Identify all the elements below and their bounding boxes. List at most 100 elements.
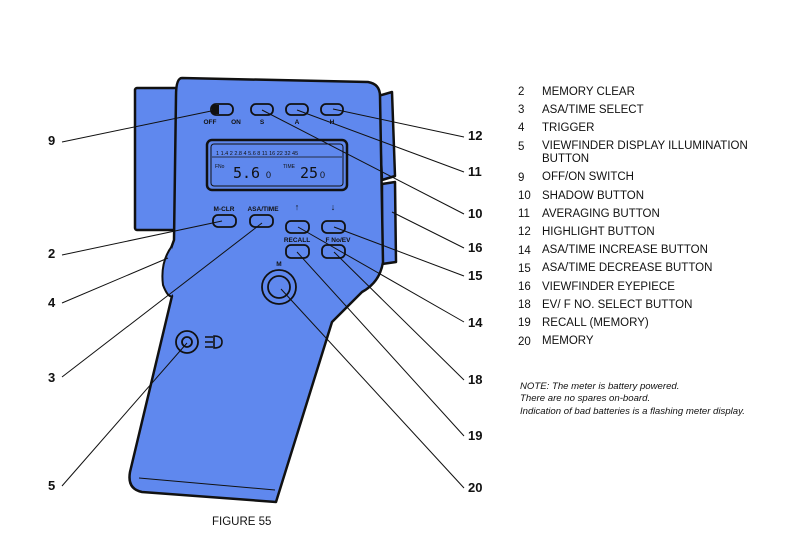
fno-sub: 0 <box>266 170 271 180</box>
up-arrow-label: ↑ <box>295 202 300 212</box>
m-label: M <box>276 261 281 268</box>
f-no-ev-label: F No/EV <box>326 237 352 244</box>
legend-number: 15 <box>518 262 531 275</box>
legend-item: 9 OFF/ON SWITCH <box>518 169 772 187</box>
legend-number: 20 <box>518 335 531 348</box>
callout-18: 18 <box>468 372 483 387</box>
legend-number: 14 <box>518 244 531 257</box>
recall-label: RECALL <box>284 237 310 244</box>
time-label: TIME <box>283 164 296 170</box>
legend-item: 11 AVERAGING BUTTON <box>518 205 772 223</box>
legend-number: 9 <box>518 171 525 184</box>
callout-9: 9 <box>48 133 56 148</box>
shadow-button[interactable] <box>250 103 274 116</box>
legend-text: VIEWFINDER DISPLAY ILLUMINATION BUTTON <box>542 140 748 166</box>
figure-caption: FIGURE 55 <box>212 516 272 528</box>
callout-12: 12 <box>468 128 483 143</box>
legend-number: 11 <box>518 208 530 221</box>
callout-19: 19 <box>468 428 483 443</box>
legend-text: TRIGGER <box>542 122 595 134</box>
m-clr-label: M-CLR <box>214 206 235 213</box>
legend-text: ASA/TIME SELECT <box>542 103 644 116</box>
off-label: OFF <box>204 119 217 126</box>
legend-text: HIGHLIGHT BUTTON <box>542 226 655 238</box>
legend-number: 4 <box>518 122 525 135</box>
leader-line-11 <box>296 109 465 173</box>
asa-time-label: ASA/TIME <box>247 206 279 213</box>
legend-number: 5 <box>518 140 525 153</box>
trigger[interactable] <box>161 245 173 298</box>
legend-item: 18 EV/ F NO. SELECT BUTTON <box>518 296 772 314</box>
legend-item: 15 ASA/TIME DECREASE BUTTON <box>518 260 772 278</box>
lcd-inner-frame <box>210 143 344 187</box>
asa-time-decrease-button[interactable] <box>321 220 346 234</box>
leader-lines <box>61 108 465 489</box>
highlight-button[interactable] <box>320 103 344 116</box>
switch-knob <box>212 105 219 114</box>
legend-text: ASA/TIME INCREASE BUTTON <box>542 244 708 257</box>
leader-line-18 <box>333 251 465 381</box>
legend-text: OFF/ON SWITCH <box>542 171 634 184</box>
note-line: Indication of bad batteries is a flashin… <box>520 405 745 417</box>
memory-clear-button[interactable] <box>212 214 237 228</box>
note-line: There are no spares on-board. <box>520 393 651 405</box>
legend-item: 3 ASA/TIME SELECT <box>518 101 772 119</box>
leader-line-3 <box>61 222 263 378</box>
leader-line-20 <box>280 288 465 489</box>
recall-button[interactable] <box>285 244 310 259</box>
legend-item: 16 VIEWFINDER EYEPIECE <box>518 278 772 296</box>
leader-line-10 <box>261 109 465 215</box>
a-label: A <box>295 119 300 126</box>
callout-14: 14 <box>468 315 483 330</box>
s-label: S <box>260 119 265 126</box>
legend-text: ASA/TIME DECREASE BUTTON <box>542 262 713 275</box>
leader-line-4 <box>61 257 169 304</box>
display-scale: 1 1.4 2 2.8 4 5.6 8 11 16 22 32 45 <box>216 151 298 157</box>
legend-number: 18 <box>518 299 531 312</box>
asa-time-select-button[interactable] <box>249 214 274 228</box>
fno-label: FNo <box>215 164 225 170</box>
note-line: NOTE: The meter is battery powered. <box>520 381 680 392</box>
callout-11: 11 <box>468 164 482 179</box>
legend-text: SHADOW BUTTON <box>542 189 645 202</box>
callout-3: 3 <box>48 370 56 385</box>
legend-number: 12 <box>518 226 531 239</box>
legend-item: 2 MEMORY CLEAR <box>518 83 772 101</box>
legend-number: 10 <box>518 190 531 202</box>
leader-line-5 <box>61 342 188 487</box>
legend-text: MEMORY CLEAR <box>542 85 635 98</box>
leader-line-2 <box>61 220 223 256</box>
callout-4: 4 <box>48 295 56 310</box>
eyepiece-right-lower <box>380 180 398 266</box>
lamp-icon <box>205 335 223 349</box>
callout-5: 5 <box>48 478 56 493</box>
time-sub: 0 <box>320 170 325 180</box>
legend-number: 3 <box>518 104 525 117</box>
leader-line-19 <box>296 251 465 437</box>
battery-note: NOTE: The meter is battery powered. Ther… <box>520 381 770 418</box>
leader-line-16 <box>391 211 465 249</box>
legend-number: 16 <box>518 281 531 294</box>
leader-line-9 <box>61 109 217 143</box>
legend-item: 14 ASA/TIME INCREASE BUTTON <box>518 242 772 260</box>
on-label: ON <box>231 119 241 126</box>
time-value: 25 <box>300 164 318 182</box>
leader-line-15 <box>333 226 465 277</box>
legend-item: 10 SHADOW BUTTON <box>518 187 772 205</box>
h-label: H <box>330 119 335 126</box>
legend-text: RECALL (MEMORY) <box>542 317 649 330</box>
base-line <box>138 477 276 491</box>
legend-number: 2 <box>518 86 525 98</box>
legend-text: VIEWFINDER EYEPIECE <box>542 280 675 293</box>
ev-fno-select-button[interactable] <box>321 244 346 259</box>
legend-item: 5 VIEWFINDER DISPLAY ILLUMINATION BUTTON <box>518 138 772 169</box>
fno-value: 5.6 <box>233 164 260 182</box>
legend-text: AVERAGING BUTTON <box>542 207 660 220</box>
leader-line-14 <box>297 226 465 323</box>
legend-text: EV/ F NO. SELECT BUTTON <box>542 298 693 311</box>
